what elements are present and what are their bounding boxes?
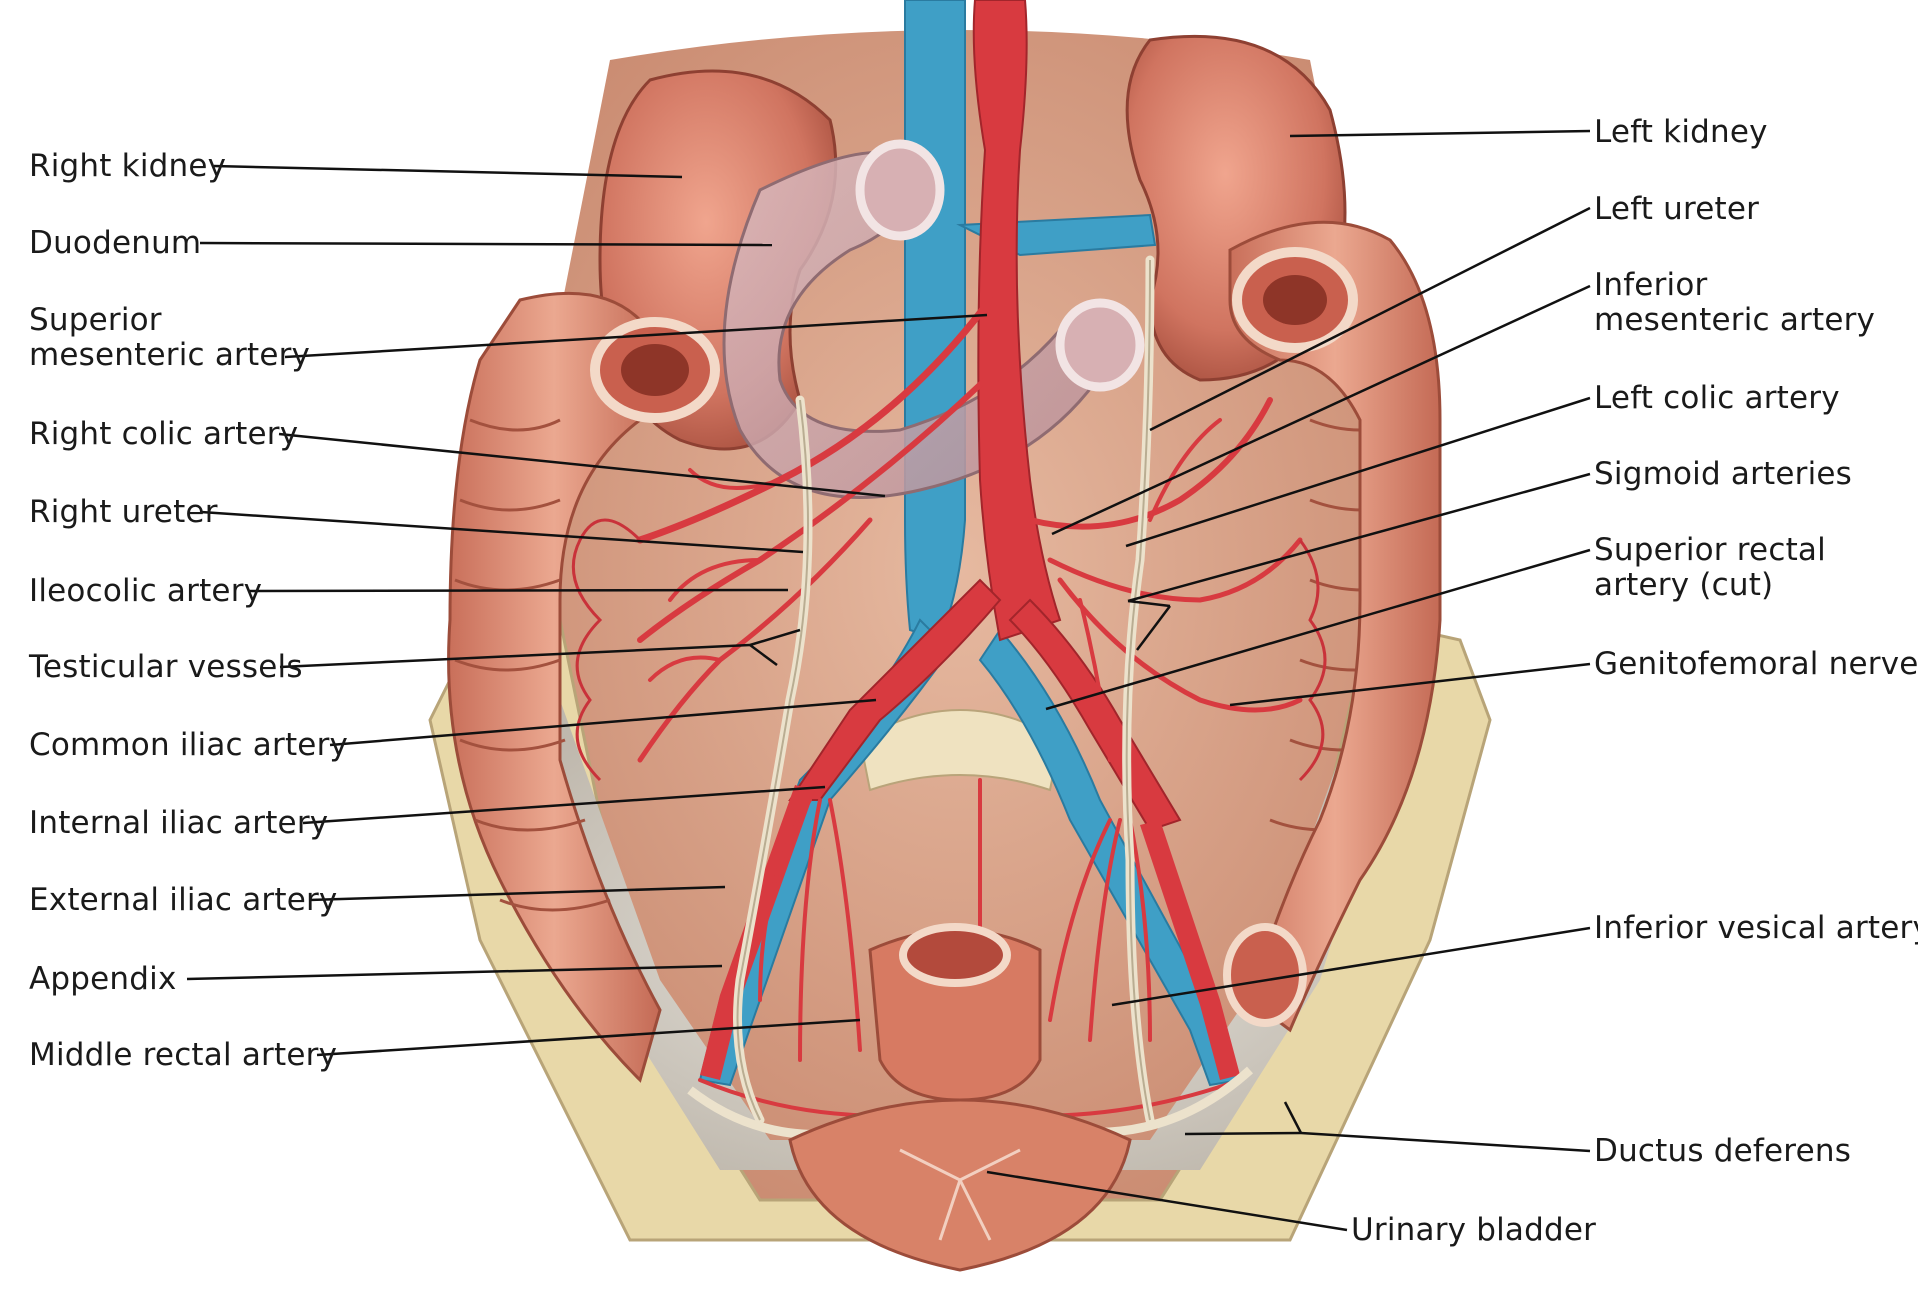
label-ductus-deferens: Ductus deferens <box>1594 1133 1852 1169</box>
label-ileocolic-artery: Ileocolic artery <box>29 573 263 609</box>
label-superior-mesenteric-artery-line2: mesenteric artery <box>29 337 311 373</box>
right-external-iliac-artery <box>700 785 815 1080</box>
label-superior-mesenteric-artery: Superior mesenteric artery <box>29 303 310 373</box>
label-appendix: Appendix <box>29 961 177 997</box>
left-common-iliac-artery <box>1008 598 1182 832</box>
label-left-colic-artery: Left colic artery <box>1594 380 1840 416</box>
label-genitofemoral-nerve: Genitofemoral nerve <box>1594 646 1918 682</box>
duodenum-cut-end-upper <box>855 139 945 241</box>
duodenum-cut-end-lower <box>1055 298 1145 392</box>
label-left-ureter: Left ureter <box>1594 191 1760 227</box>
urinary-bladder-shape <box>788 1098 1132 1272</box>
label-internal-iliac-artery: Internal iliac artery <box>29 805 329 841</box>
label-urinary-bladder: Urinary bladder <box>1351 1212 1597 1248</box>
label-right-kidney: Right kidney <box>29 148 227 184</box>
label-superior-mesenteric-artery-line1: Superior <box>29 302 162 338</box>
label-right-colic-artery: Right colic artery <box>29 416 299 452</box>
label-superior-rectal-artery-line2: artery (cut) <box>1594 567 1774 603</box>
label-inferior-mesenteric-artery-line1: Inferior <box>1594 267 1708 303</box>
label-common-iliac-artery: Common iliac artery <box>29 727 349 763</box>
label-middle-rectal-artery: Middle rectal artery <box>29 1037 338 1073</box>
leader-lines <box>186 129 1591 1232</box>
label-superior-rectal-artery-line1: Superior rectal <box>1594 532 1826 568</box>
label-sigmoid-arteries: Sigmoid arteries <box>1594 456 1853 492</box>
left-external-iliac-artery <box>1140 820 1240 1080</box>
label-external-iliac-artery: External iliac artery <box>29 882 338 918</box>
label-inferior-vesical-artery: Inferior vesical artery <box>1594 910 1918 946</box>
label-testicular-vessels: Testicular vessels <box>29 649 303 685</box>
label-left-kidney: Left kidney <box>1594 114 1768 150</box>
label-inferior-mesenteric-artery: Inferior mesenteric artery <box>1594 268 1875 338</box>
label-duodenum: Duodenum <box>29 225 202 261</box>
label-inferior-mesenteric-artery-line2: mesenteric artery <box>1594 302 1876 338</box>
label-superior-rectal-artery: Superior rectal artery (cut) <box>1594 533 1826 603</box>
rectum-cut-end <box>899 923 1011 987</box>
descending-colon-shape <box>1228 220 1442 1033</box>
label-right-ureter: Right ureter <box>29 494 218 530</box>
ascending-colon-shape <box>447 291 662 1083</box>
